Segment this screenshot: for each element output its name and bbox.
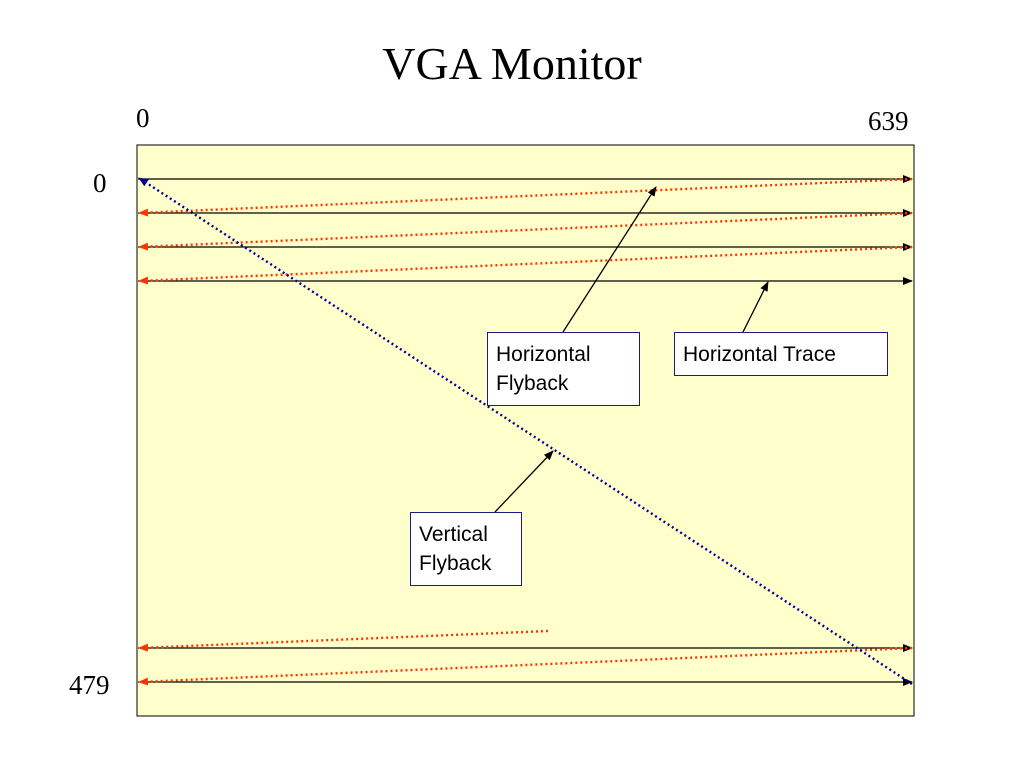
horizontal-flyback-callout: Horizontal Flyback xyxy=(487,332,640,406)
x-axis-end-label: 639 xyxy=(868,106,909,136)
horizontal-trace-pointer xyxy=(742,281,769,333)
horizontal-flyback-line xyxy=(138,211,913,251)
callout-line: Horizontal xyxy=(496,343,591,366)
horizontal-flyback-line xyxy=(138,245,913,285)
horizontal-flyback-line xyxy=(138,177,913,217)
screen-area xyxy=(136,144,915,717)
horizontal-trace-callout: Horizontal Trace xyxy=(674,332,888,376)
horizontal-flyback-line xyxy=(138,646,913,686)
x-axis-start-label: 0 xyxy=(136,103,150,133)
vertical-flyback-callout: Vertical Flyback xyxy=(410,512,522,586)
slide-title: VGA Monitor xyxy=(382,38,642,89)
horizontal-flyback-pointer xyxy=(562,186,657,333)
callout-line: Flyback xyxy=(496,372,569,395)
y-axis-start-label: 0 xyxy=(93,168,107,198)
y-axis-end-label: 479 xyxy=(69,670,110,700)
horizontal-flyback-line xyxy=(138,629,549,652)
callout-line: Vertical xyxy=(419,523,488,546)
callout-line: Horizontal Trace xyxy=(683,343,836,366)
callout-line: Flyback xyxy=(419,552,492,575)
vertical-flyback-pointer xyxy=(494,450,554,513)
vertical-flyback-line xyxy=(138,176,913,686)
